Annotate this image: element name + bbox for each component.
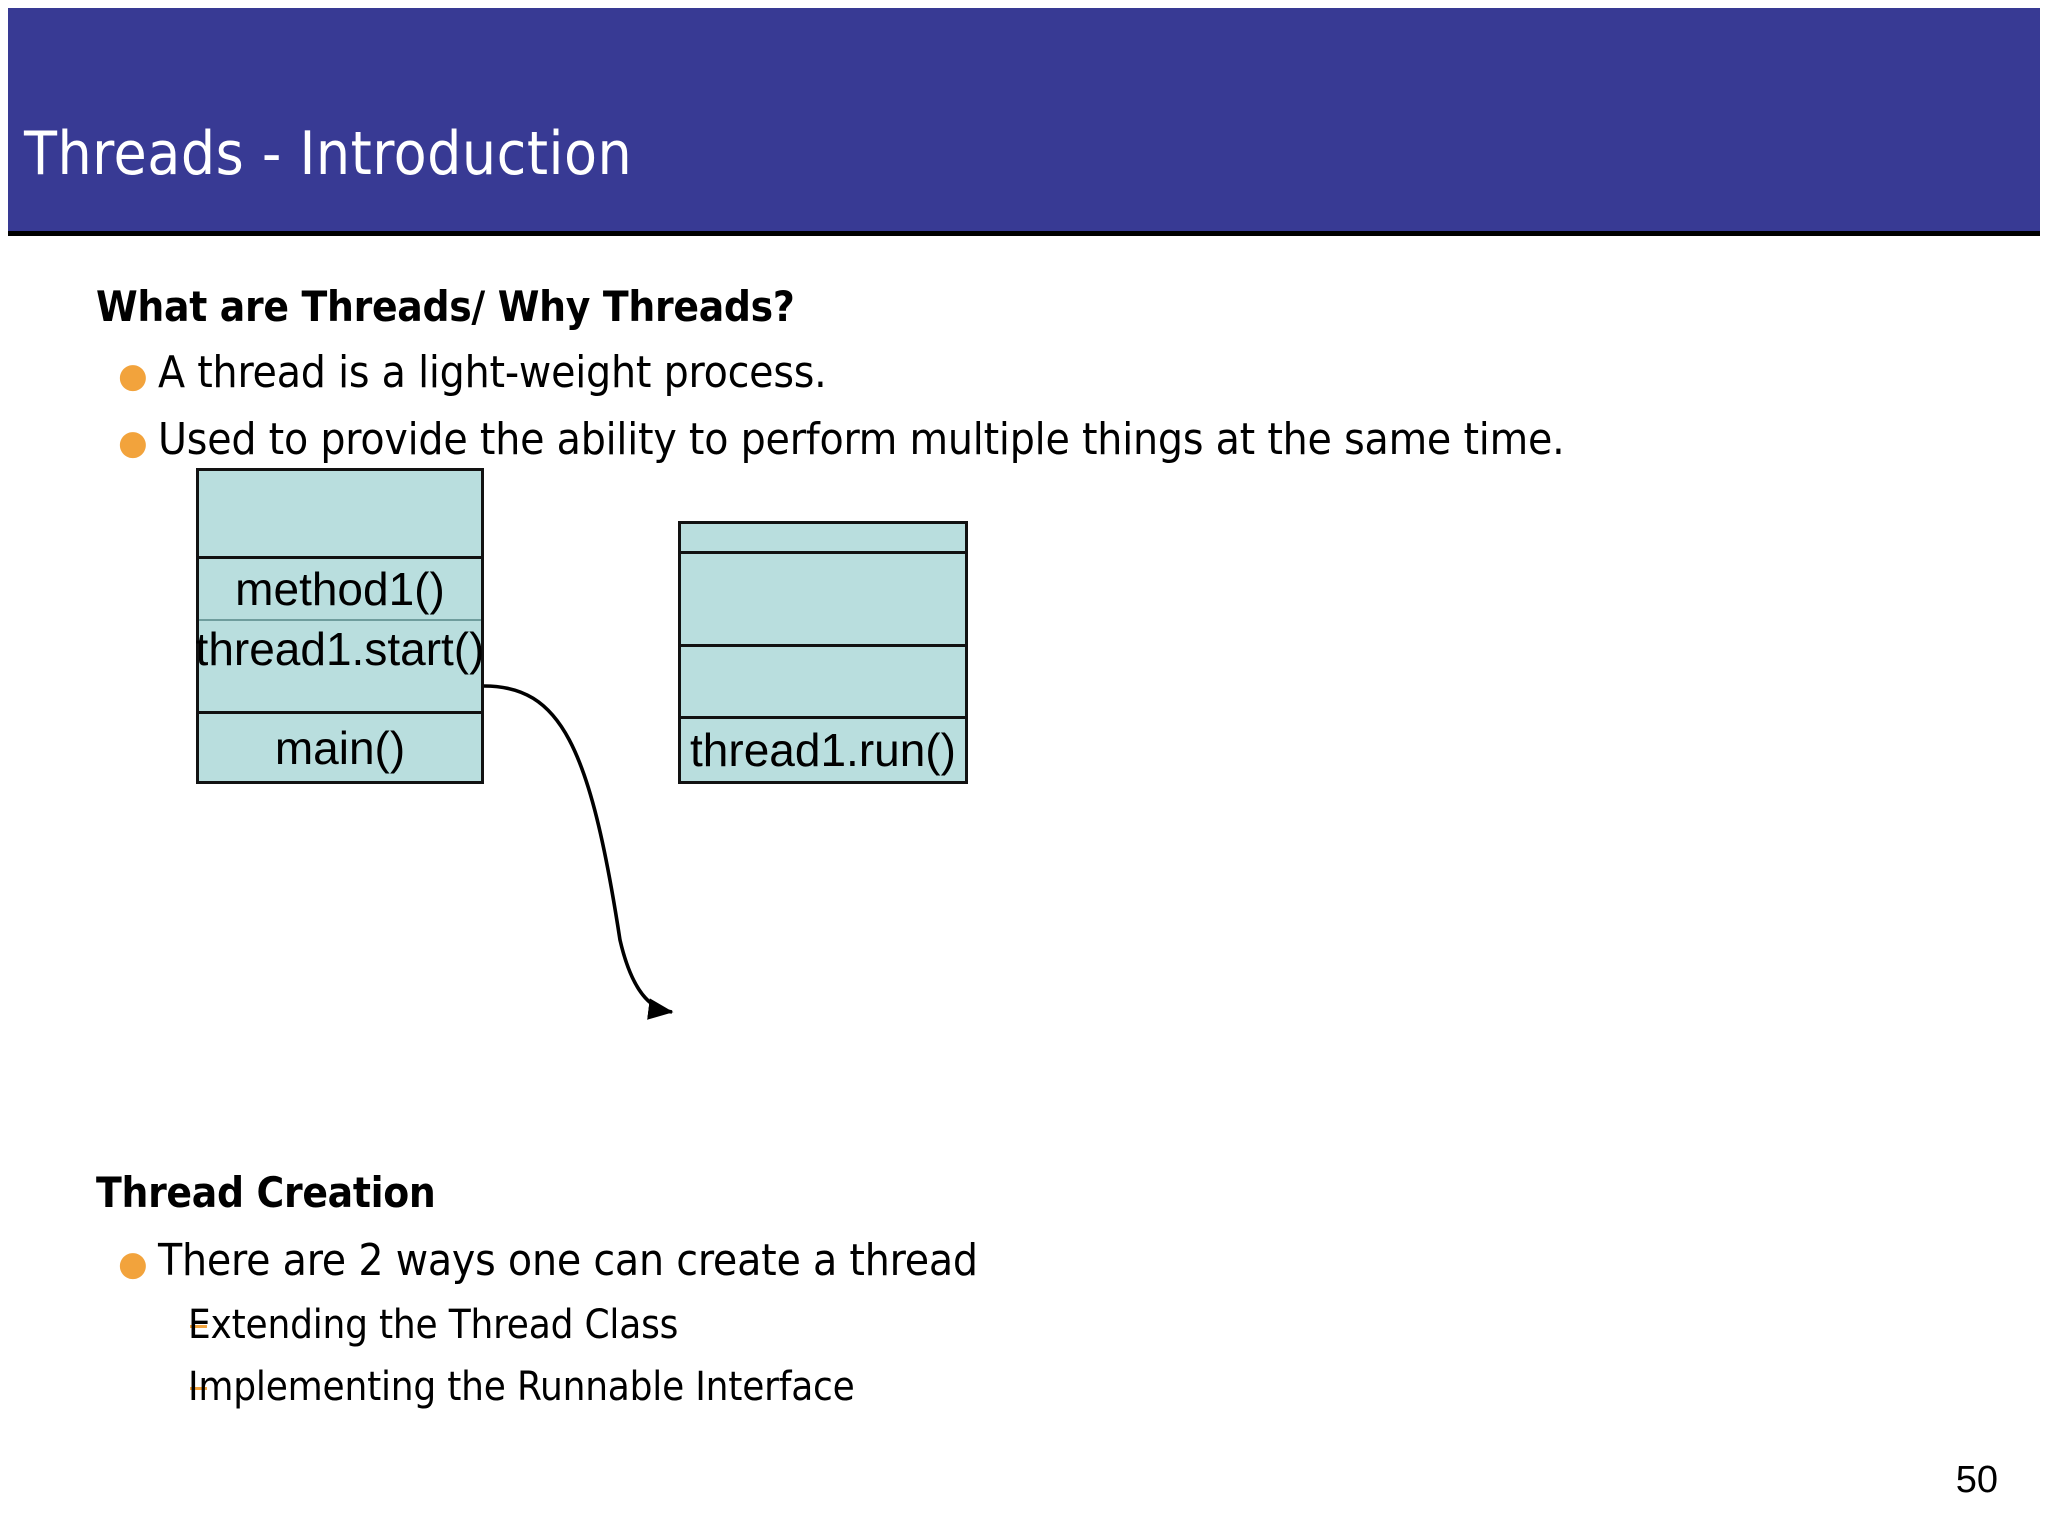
thread-frame-thread1-run: thread1.run() [690, 724, 956, 776]
intro-heading: What are Threads/ Why Threads? [96, 282, 795, 331]
stack-frame-thread1-start: thread1.start() [195, 623, 485, 675]
intro-bullet-1: A thread is a light-weight process. [158, 347, 827, 398]
thread1-stack: thread1.run() [678, 521, 968, 784]
list-item: ● There are 2 ways one can create a thre… [96, 1235, 978, 1286]
stack-frame-empty-mid [199, 677, 481, 714]
list-item: ● Used to provide the ability to perform… [96, 414, 1565, 465]
creation-sub-bullet-2: Implementing the Runnable Interface [188, 1364, 855, 1410]
page-title: Threads - Introduction [24, 119, 633, 189]
thread-frame-empty-2 [681, 647, 965, 719]
creation-bullet-1: There are 2 ways one can create a thread [158, 1235, 978, 1286]
list-item: ● A thread is a light-weight process. [96, 347, 1564, 398]
thread-frame-empty-1 [681, 554, 965, 647]
list-item: – Implementing the Runnable Interface [96, 1364, 978, 1410]
intro-bullet-2: Used to provide the ability to perform m… [158, 414, 1565, 465]
stack-frame-empty-top [199, 471, 481, 559]
thread-creation-section: Thread Creation ● There are 2 ways one c… [96, 1168, 978, 1410]
main-thread-stack: method1() thread1.start() main() [196, 468, 484, 784]
stack-frame-main: main() [274, 721, 406, 774]
creation-sub-bullet-1: Extending the Thread Class [188, 1302, 679, 1348]
intro-section: What are Threads/ Why Threads? ● A threa… [96, 282, 1565, 465]
bullet-dot-icon: ● [118, 423, 148, 463]
bullet-dot-icon: ● [118, 356, 148, 396]
slide-title-bar: Threads - Introduction [8, 8, 2040, 236]
stack-frame-method1: method1() [199, 559, 481, 621]
bullet-dash-icon: – [188, 1361, 209, 1410]
bullet-dot-icon: ● [118, 1244, 148, 1284]
list-item: – Extending the Thread Class [96, 1302, 978, 1348]
thread-frame-empty-top [681, 524, 965, 554]
page-number: 50 [1955, 1459, 1998, 1501]
creation-heading: Thread Creation [96, 1168, 436, 1217]
bullet-dash-icon: – [188, 1299, 209, 1348]
